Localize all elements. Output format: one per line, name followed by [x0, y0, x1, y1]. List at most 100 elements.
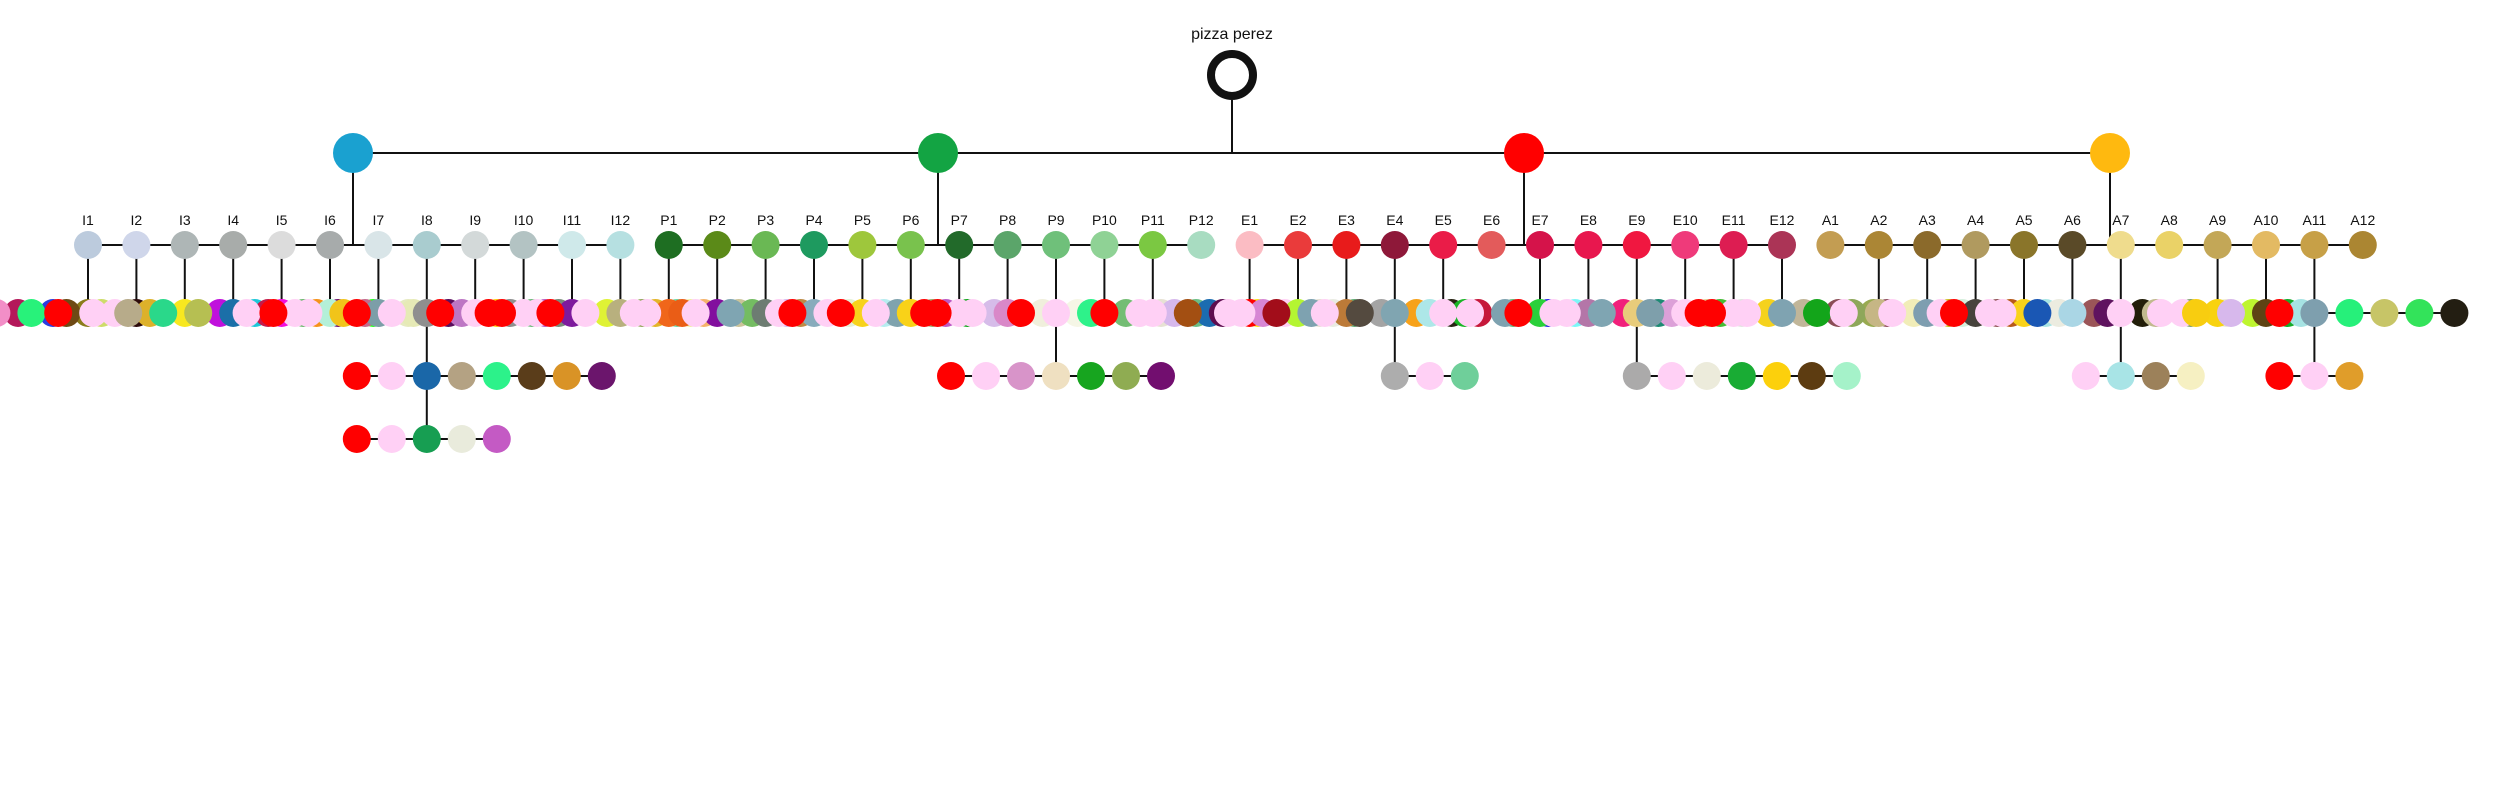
leaf-node	[1762, 362, 1791, 390]
subcategory-node	[703, 231, 732, 259]
leaf-node	[488, 299, 516, 327]
leaf-node	[826, 299, 855, 327]
subcategory-node	[1138, 231, 1167, 259]
subcategory-node	[800, 231, 828, 259]
leaf-node	[2147, 299, 2175, 327]
leaf-node	[1829, 299, 1858, 327]
leaf-node	[44, 299, 73, 327]
subcategory-node	[2058, 231, 2087, 259]
leaf-node	[1077, 362, 1105, 390]
subcategory-label: A11	[2302, 212, 2326, 228]
subcategory-node	[1622, 231, 1651, 259]
subcategory-node	[1187, 231, 1216, 259]
leaf-node	[571, 299, 600, 327]
leaf-node	[1456, 299, 1484, 327]
leaf-node	[1138, 299, 1167, 327]
leaf-node	[2106, 299, 2135, 327]
leaf-node	[1587, 299, 1616, 327]
subcategory-node	[1961, 231, 1990, 259]
leaf-node	[1657, 362, 1686, 390]
subcategory-label: E10	[1673, 212, 1698, 228]
subcategory-label: P7	[951, 212, 968, 228]
subcategory-node	[364, 231, 393, 259]
leaf-node	[259, 299, 288, 327]
subcategory-node	[1235, 231, 1264, 259]
subcategory-label: P8	[999, 212, 1016, 228]
subcategory-label: A7	[2112, 212, 2129, 228]
subcategory-node	[558, 231, 586, 259]
leaf-node	[681, 299, 710, 327]
leaf-node	[1345, 299, 1374, 327]
subcategory-label: A4	[1967, 212, 1984, 228]
subcategory-node	[993, 231, 1022, 259]
leaf-node	[1768, 299, 1796, 327]
leaf-node	[482, 425, 511, 453]
leaf-node	[2335, 299, 2364, 327]
subcategory-label: E4	[1386, 212, 1403, 228]
subcategory-label: I6	[324, 212, 336, 228]
leaf-node	[923, 299, 952, 327]
leaf-node	[1262, 299, 1291, 327]
subcategory-node	[1380, 231, 1409, 259]
subcategory-label: P12	[1189, 212, 1214, 228]
leaf-node	[1380, 299, 1409, 327]
leaf-node	[1988, 299, 2017, 327]
subcategory-node	[1332, 231, 1361, 259]
leaf-node	[1727, 362, 1756, 390]
leaf-node	[2182, 299, 2210, 327]
subcategory-label: I5	[276, 212, 288, 228]
subcategory-label: A12	[2350, 212, 2375, 228]
subcategory-node	[2300, 231, 2329, 259]
leaf-node	[958, 299, 987, 327]
subcategory-node	[122, 231, 151, 259]
leaf-node	[2176, 362, 2205, 390]
subcategory-label: P9	[1047, 212, 1064, 228]
leaf-node	[342, 362, 371, 390]
leaf-node	[1940, 299, 1968, 327]
category-node	[333, 133, 373, 173]
subcategory-label: P5	[854, 212, 871, 228]
leaf-node	[2106, 362, 2135, 390]
leaf-node	[2071, 362, 2100, 390]
subcategory-label: A3	[1919, 212, 1936, 228]
leaf-node	[517, 362, 546, 390]
subcategory-node	[219, 231, 248, 259]
subcategory-label: I2	[131, 212, 143, 228]
subcategory-label: P10	[1092, 212, 1117, 228]
leaf-node	[1733, 299, 1761, 327]
leaf-node	[294, 299, 323, 327]
subcategory-node	[1477, 231, 1506, 259]
subcategory-node	[461, 231, 490, 259]
leaf-node	[1227, 299, 1256, 327]
subcategory-node	[945, 231, 974, 259]
leaf-node	[79, 299, 108, 327]
leaf-node	[1007, 299, 1035, 327]
leaf-node	[482, 362, 511, 390]
leaf-node	[1090, 299, 1119, 327]
subcategory-label: E12	[1770, 212, 1795, 228]
leaf-node	[412, 362, 441, 390]
subcategory-label: P1	[660, 212, 677, 228]
leaf-node	[447, 425, 476, 453]
leaf-node	[2141, 362, 2170, 390]
subcategory-node	[267, 231, 296, 259]
subcategory-label: A9	[2209, 212, 2226, 228]
leaf-node	[232, 299, 261, 327]
leaf-node	[377, 299, 406, 327]
leaf-node	[114, 299, 143, 327]
leaf-node	[1504, 299, 1533, 327]
leaf-node	[1415, 362, 1444, 390]
leaf-node	[972, 362, 1000, 390]
subcategory-label: I10	[514, 212, 534, 228]
subcategory-label: P2	[709, 212, 726, 228]
leaf-node	[1797, 362, 1826, 390]
subcategory-label: P6	[902, 212, 919, 228]
leaf-node	[447, 362, 476, 390]
subcategory-node	[170, 231, 199, 259]
leaf-node	[1552, 299, 1581, 327]
leaf-node	[2405, 299, 2434, 327]
subcategory-label: I4	[227, 212, 239, 228]
subcategory-label: E2	[1289, 212, 1306, 228]
